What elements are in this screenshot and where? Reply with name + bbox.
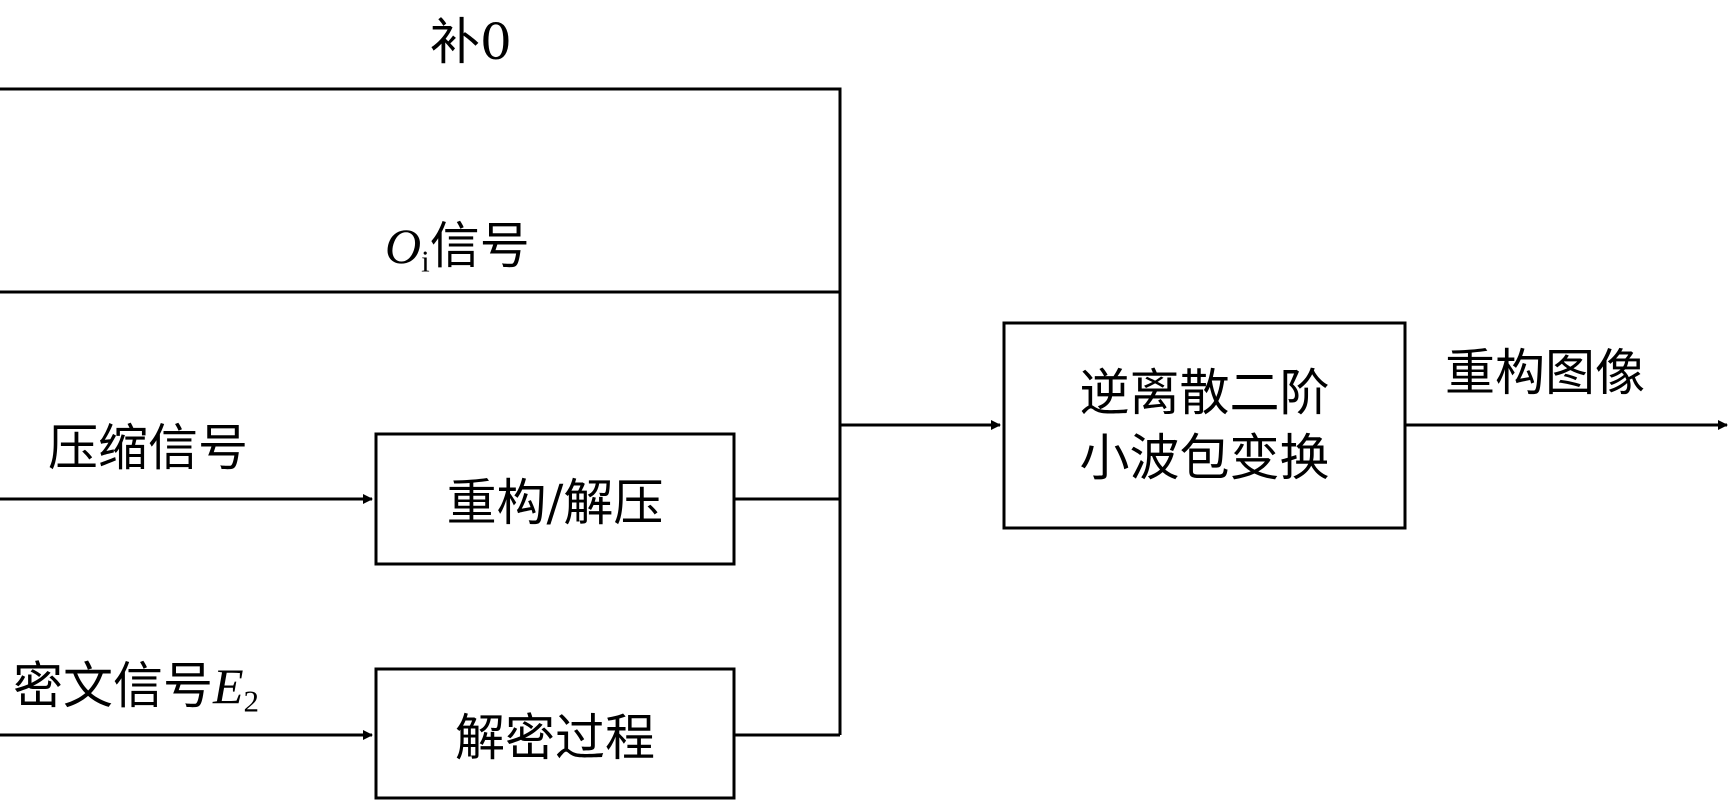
pad-zero-line xyxy=(0,87,842,425)
pad-zero-label: 补0 xyxy=(430,13,512,71)
reconstruct-box-text: 重构/解压 xyxy=(446,474,664,532)
oi-subscript: i xyxy=(421,243,430,279)
oi-text: 信号 xyxy=(429,217,530,275)
transform-line-2: 小波包变换 xyxy=(1079,428,1330,487)
compressed-signal-label: 压缩信号 xyxy=(48,419,248,477)
oi-signal-label: Oi信号 xyxy=(385,206,530,280)
transform-box-text: 逆离散二阶 小波包变换 xyxy=(1004,323,1405,528)
oi-symbol: O xyxy=(385,218,422,274)
cipher-symbol: E xyxy=(213,658,244,714)
decrypt-box-text: 解密过程 xyxy=(455,708,655,767)
cipher-signal-label: 密文信号E2 xyxy=(13,646,259,720)
cipher-text: 密文信号 xyxy=(13,657,213,715)
cipher-subscript: 2 xyxy=(243,683,260,719)
transform-line-1: 逆离散二阶 xyxy=(1079,363,1330,422)
output-label: 重构图像 xyxy=(1445,344,1645,402)
